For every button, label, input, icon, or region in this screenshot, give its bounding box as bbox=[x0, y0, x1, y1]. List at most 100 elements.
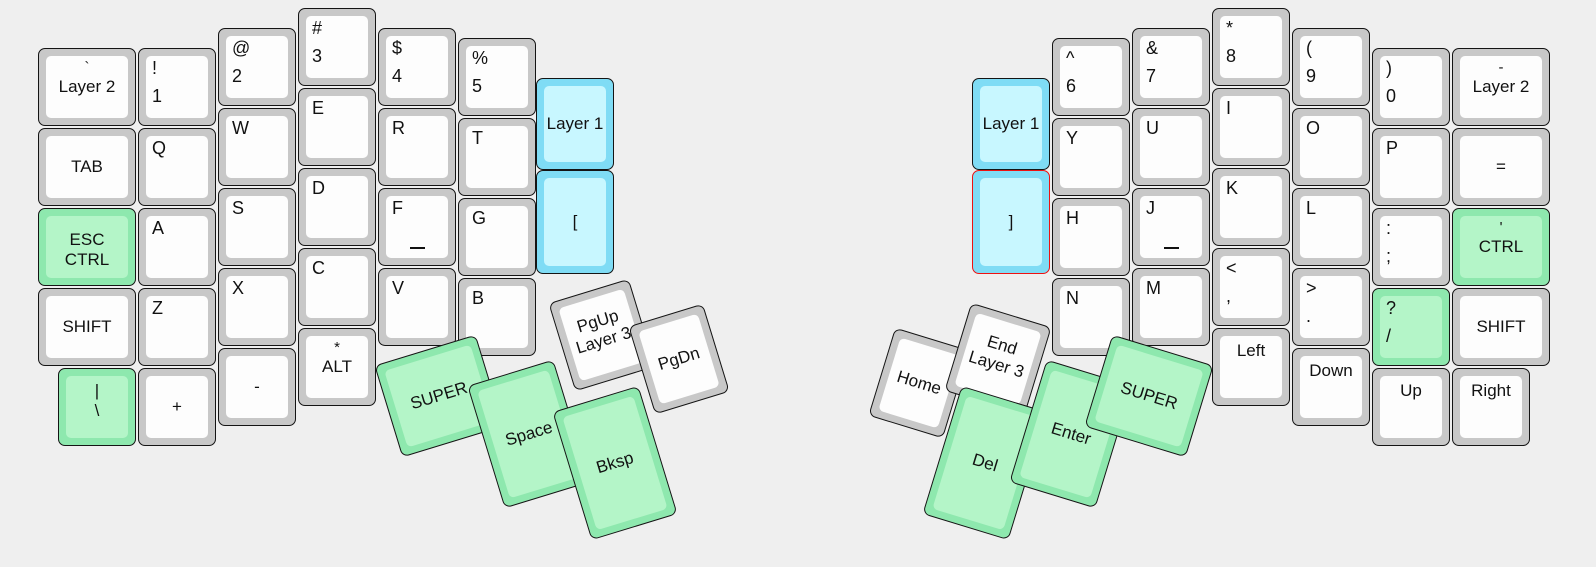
key-bracket-left[interactable]: [ bbox=[536, 170, 614, 274]
keycap-surface: M bbox=[1140, 276, 1202, 338]
key-t[interactable]: T bbox=[458, 118, 536, 196]
key-shift-left[interactable]: SHIFT bbox=[38, 288, 136, 366]
key-o[interactable]: O bbox=[1292, 108, 1370, 186]
key-z[interactable]: Z bbox=[138, 288, 216, 366]
key-up[interactable]: Up bbox=[1372, 368, 1450, 446]
key-legend-base: Layer 2 bbox=[1472, 77, 1530, 97]
key-down[interactable]: Down bbox=[1292, 348, 1370, 426]
keycap-surface: Down bbox=[1300, 356, 1362, 418]
key-layer1-left[interactable]: Layer 1 bbox=[536, 78, 614, 170]
key-quote-ctrl[interactable]: 'CTRL bbox=[1452, 208, 1550, 286]
key-1-bang[interactable]: !1 bbox=[138, 48, 216, 126]
keycap-surface: >. bbox=[1300, 276, 1362, 338]
key-legend-base: Home bbox=[894, 366, 944, 399]
key-tab[interactable]: TAB bbox=[38, 128, 136, 206]
key-legend-base: Layer 2 bbox=[58, 77, 116, 97]
keycap-surface: %5 bbox=[466, 46, 528, 108]
key-legend-base: T bbox=[472, 128, 483, 148]
key-left[interactable]: Left bbox=[1212, 328, 1290, 406]
key-9-paren[interactable]: (9 bbox=[1292, 28, 1370, 106]
key-legend-base: SHIFT bbox=[62, 317, 112, 337]
keycap-surface: :; bbox=[1380, 216, 1442, 278]
key-period[interactable]: >. bbox=[1292, 268, 1370, 346]
key-minus[interactable]: - bbox=[218, 348, 296, 426]
key-g[interactable]: G bbox=[458, 198, 536, 276]
key-legend-base: H bbox=[1066, 208, 1079, 228]
key-legend-shifted: ESC bbox=[69, 230, 105, 249]
key-legend-base: B bbox=[472, 288, 485, 308]
key-2-at[interactable]: @2 bbox=[218, 28, 296, 106]
key-6-caret[interactable]: ^6 bbox=[1052, 38, 1130, 116]
key-pipe-backslash[interactable]: |\ bbox=[58, 368, 136, 446]
keycap-surface: *8 bbox=[1220, 16, 1282, 78]
key-a[interactable]: A bbox=[138, 208, 216, 286]
keycap-surface: `Layer 2 bbox=[46, 56, 128, 118]
key-equals[interactable]: = bbox=[1452, 128, 1550, 206]
key-k[interactable]: K bbox=[1212, 168, 1290, 246]
key-plus[interactable]: + bbox=[138, 368, 216, 446]
keycap-surface: -Layer 2 bbox=[1460, 56, 1542, 118]
key-legend-shifted: < bbox=[1226, 258, 1237, 278]
keycap-surface: Bksp bbox=[562, 395, 668, 531]
key-legend-base: 6 bbox=[1066, 76, 1077, 96]
key-4-dollar[interactable]: $4 bbox=[378, 28, 456, 106]
key-layer2-grave[interactable]: `Layer 2 bbox=[38, 48, 136, 126]
key-j[interactable]: J bbox=[1132, 188, 1210, 266]
key-5-percent[interactable]: %5 bbox=[458, 38, 536, 116]
key-bracket-right[interactable]: ] bbox=[972, 170, 1050, 274]
key-w[interactable]: W bbox=[218, 108, 296, 186]
key-layer2-minus[interactable]: -Layer 2 bbox=[1452, 48, 1550, 126]
key-l[interactable]: L bbox=[1292, 188, 1370, 266]
key-slash[interactable]: ?/ bbox=[1372, 288, 1450, 366]
key-legend-base: R bbox=[392, 118, 405, 138]
key-legend-shifted: ' bbox=[1499, 219, 1503, 236]
key-x[interactable]: X bbox=[218, 268, 296, 346]
key-s[interactable]: S bbox=[218, 188, 296, 266]
key-0-paren[interactable]: )0 bbox=[1372, 48, 1450, 126]
key-e[interactable]: E bbox=[298, 88, 376, 166]
keycap-surface: = bbox=[1460, 136, 1542, 198]
key-shift-right[interactable]: SHIFT bbox=[1452, 288, 1550, 366]
key-legend-base: A bbox=[152, 218, 165, 238]
key-legend-shifted: # bbox=[312, 18, 323, 38]
key-legend-base: 1 bbox=[152, 86, 163, 106]
key-legend-shifted: > bbox=[1306, 278, 1317, 298]
key-h[interactable]: H bbox=[1052, 198, 1130, 276]
key-alt[interactable]: *ALT bbox=[298, 328, 376, 406]
key-right[interactable]: Right bbox=[1452, 368, 1530, 446]
key-legend-shifted: ! bbox=[152, 58, 158, 78]
key-y[interactable]: Y bbox=[1052, 118, 1130, 196]
key-m[interactable]: M bbox=[1132, 268, 1210, 346]
key-d[interactable]: D bbox=[298, 168, 376, 246]
keycap-surface: <, bbox=[1220, 256, 1282, 318]
keycap-surface: + bbox=[146, 376, 208, 438]
key-8-star[interactable]: *8 bbox=[1212, 8, 1290, 86]
key-i[interactable]: I bbox=[1212, 88, 1290, 166]
key-3-hash[interactable]: #3 bbox=[298, 8, 376, 86]
key-7-amp[interactable]: &7 bbox=[1132, 28, 1210, 106]
keycap-surface: - bbox=[226, 356, 288, 418]
keycap-surface: )0 bbox=[1380, 56, 1442, 118]
key-legend-base: 2 bbox=[232, 66, 243, 86]
key-legend-base: [ bbox=[572, 212, 578, 232]
keycap-surface: TAB bbox=[46, 136, 128, 198]
key-pgdn[interactable]: PgDn bbox=[628, 303, 730, 415]
keycap-surface: #3 bbox=[306, 16, 368, 78]
keycap-surface: L bbox=[1300, 196, 1362, 258]
key-legend-base: 4 bbox=[392, 66, 403, 86]
key-legend-base: 9 bbox=[1306, 66, 1317, 86]
key-comma[interactable]: <, bbox=[1212, 248, 1290, 326]
key-semicolon[interactable]: :; bbox=[1372, 208, 1450, 286]
key-r[interactable]: R bbox=[378, 108, 456, 186]
key-q[interactable]: Q bbox=[138, 128, 216, 206]
key-c[interactable]: C bbox=[298, 248, 376, 326]
key-v[interactable]: V bbox=[378, 268, 456, 346]
keycap-surface: ^6 bbox=[1060, 46, 1122, 108]
key-legend-shifted: | bbox=[94, 381, 100, 400]
key-f[interactable]: F bbox=[378, 188, 456, 266]
key-p[interactable]: P bbox=[1372, 128, 1450, 206]
key-layer1-right[interactable]: Layer 1 bbox=[972, 78, 1050, 170]
key-b[interactable]: B bbox=[458, 278, 536, 356]
key-u[interactable]: U bbox=[1132, 108, 1210, 186]
